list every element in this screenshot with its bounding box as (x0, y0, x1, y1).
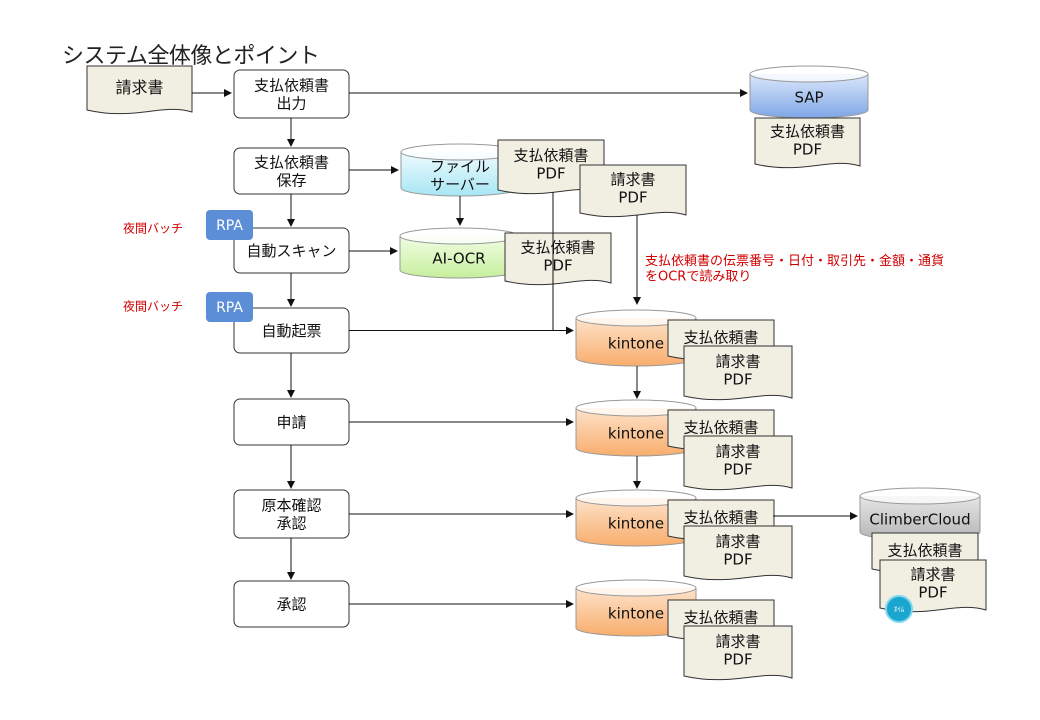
kintone-db-3-label: kintone (608, 514, 664, 532)
climbercloud-db: ClimberCloud (859, 487, 981, 541)
climbercloud-db-label: ClimberCloud (869, 510, 970, 528)
kintone-3-payment-request-doc-label: 支払依頼書 (683, 508, 758, 526)
kintone-db-3: kintone (575, 489, 697, 547)
step-output-label: 支払依頼書出力 (254, 77, 329, 113)
invoice-source-doc: 請求書 (86, 65, 193, 115)
kintone-db-2-label: kintone (608, 424, 664, 442)
ocr-note: 支払依頼書の伝票番号・日付・取引先・金額・通貨をOCRで読み取り (645, 253, 944, 284)
night-batch-label-1: 夜間バッチ (123, 220, 183, 235)
rpa-badge-2: RPA (206, 292, 253, 322)
rpa-badge-1-label: RPA (216, 218, 243, 234)
page-title: システム全体像とポイント (62, 44, 320, 69)
sap-db-label: SAP (794, 88, 823, 106)
step-output: 支払依頼書出力 (233, 69, 350, 119)
invoice-source-doc-label: 請求書 (115, 78, 163, 97)
brand-badge: ｵｲﾑ (885, 595, 913, 623)
step-verify: 原本確認承認 (233, 489, 350, 539)
step-draft: 自動起票 (233, 307, 350, 354)
step-apply: 申請 (233, 398, 350, 446)
kintone-db-1-label: kintone (608, 334, 664, 352)
ai-ocr-db-label: AI-OCR (432, 249, 485, 267)
night-batch-label-2: 夜間バッチ (123, 298, 183, 313)
kintone-1-payment-request-doc-label: 支払依頼書 (683, 328, 758, 346)
sap-db: SAP (749, 65, 869, 119)
file-server-db: ファイルサーバー (400, 143, 520, 197)
kintone-db-4: kintone (575, 579, 697, 637)
climber-payment-request-doc-label: 支払依頼書 (887, 541, 962, 559)
kintone-db-1: kintone (575, 309, 697, 367)
file-server-db-label: ファイルサーバー (430, 158, 490, 194)
kintone-db-2: kintone (575, 399, 697, 457)
brand-badge-label: ｵｲﾑ (894, 606, 905, 614)
ai-ocr-db: AI-OCR (399, 227, 519, 279)
step-save-label: 支払依頼書保存 (254, 154, 329, 190)
kintone-2-payment-request-doc-label: 支払依頼書 (683, 418, 758, 436)
step-approve-label: 承認 (276, 595, 306, 613)
step-apply-label: 申請 (276, 413, 306, 431)
rpa-badge-2-label: RPA (216, 300, 243, 316)
step-draft-label: 自動起票 (261, 322, 321, 340)
kintone-db-4-label: kintone (608, 604, 664, 622)
step-approve: 承認 (233, 580, 350, 628)
step-scan-label: 自動スキャン (246, 242, 336, 260)
step-save: 支払依頼書保存 (233, 147, 350, 195)
rpa-badge-1: RPA (206, 210, 253, 240)
kintone-4-payment-request-doc-label: 支払依頼書 (683, 608, 758, 626)
step-verify-label: 原本確認承認 (261, 497, 321, 533)
